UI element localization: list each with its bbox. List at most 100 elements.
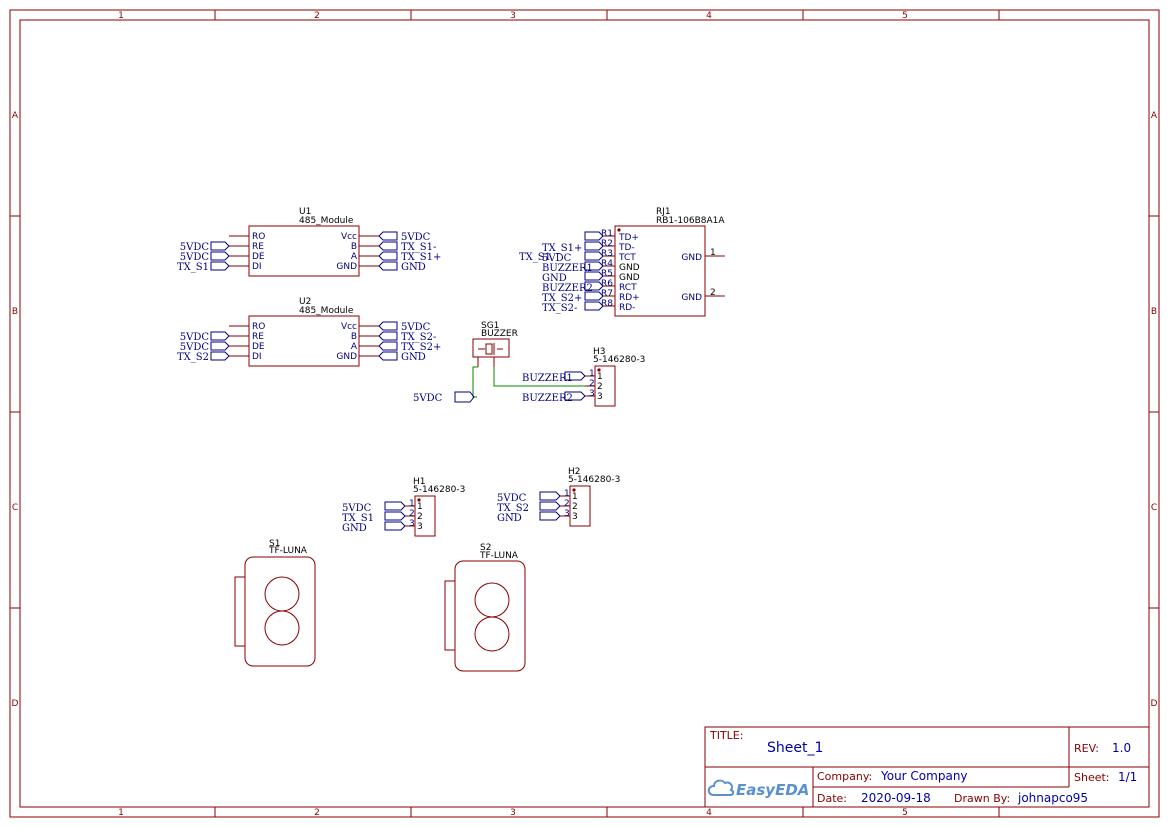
component-rj1[interactable]: RJ1 RB1-106B8A1A R1 R2 R3 R4 R5 R6 R7 R8…	[519, 207, 725, 317]
part-name: TF-LUNA	[479, 551, 519, 561]
designator: S1	[269, 539, 280, 549]
net-label: GND	[342, 523, 367, 534]
component-h3[interactable]: H3 5-146280-3 1 2 3 1 2 3 BUZZER1 BUZZER…	[522, 347, 645, 407]
sheet-title: Sheet_1	[767, 740, 823, 756]
pin-label: 3	[572, 512, 578, 522]
pin-name: RE	[252, 332, 264, 342]
pin-name: GND	[681, 293, 702, 303]
net-label: 5VDC	[180, 332, 210, 343]
component-s1[interactable]: S1 TF-LUNA	[234, 539, 316, 667]
designator: SG1	[481, 321, 499, 331]
net-label: BUZZER2	[542, 283, 593, 294]
pin-label: 2	[572, 502, 578, 512]
pin-number: R3	[601, 249, 613, 259]
net-label: 5VDC	[413, 393, 443, 404]
component-h1[interactable]: H1 5-146280-3 1 2 3 1 2 3 5VDC TX_S1 GND	[342, 477, 465, 537]
pin-name: GND	[619, 273, 640, 283]
title-label: TITLE:	[709, 729, 743, 742]
net-label: GND	[401, 262, 426, 273]
component-sg1[interactable]: SG1 BUZZER 5VDC	[413, 321, 585, 404]
net-label: 5VDC	[497, 493, 527, 504]
rev-label: REV:	[1074, 742, 1099, 755]
net-label: TX_S1+	[542, 243, 582, 254]
net-label: GND	[497, 513, 522, 524]
part-name: 5-146280-3	[593, 355, 645, 365]
net-label: BUZZER1	[542, 263, 593, 274]
row-label: B	[12, 307, 18, 317]
date-value: 2020-09-18	[861, 791, 931, 805]
pin-number: 2	[409, 509, 415, 519]
net-label: TX_S2-	[401, 332, 436, 343]
net-label: TX_S1+	[401, 252, 441, 263]
net-label: TX_S1	[519, 252, 551, 263]
pin-name: RE	[252, 242, 264, 252]
pin-label: 1	[597, 372, 603, 382]
pin-name: GND	[619, 263, 640, 273]
column-label: 2	[314, 11, 320, 21]
pin-name: DE	[252, 252, 265, 262]
part-name: 5-146280-3	[413, 485, 465, 495]
pin-number: R6	[601, 279, 613, 289]
designator: H1	[413, 477, 426, 487]
component-u1[interactable]: U1 485_Module RO RE DE DI Vcc B A GND 5V…	[177, 207, 441, 277]
pin-name: TD+	[618, 233, 639, 243]
pin-number: 1	[564, 489, 570, 499]
pin-number: R5	[601, 269, 613, 279]
pin-name: A	[351, 252, 358, 262]
pin-name: GND	[336, 262, 357, 272]
pin-name: A	[351, 342, 358, 352]
pin-number: 3	[409, 519, 415, 529]
pin-name: B	[351, 242, 357, 252]
pin-name: RCT	[619, 283, 637, 293]
column-label: 5	[902, 808, 908, 818]
net-label: 5VDC	[401, 232, 431, 243]
net-label: GND	[542, 273, 567, 284]
pin-number: 3	[589, 389, 595, 399]
pin-name: RO	[252, 322, 265, 332]
designator: H3	[593, 347, 606, 357]
part-name: 485_Module	[299, 216, 354, 226]
logo-text: EasyEDA	[736, 781, 809, 799]
drawn-by-label: Drawn By:	[954, 792, 1010, 805]
pin-number: R1	[601, 229, 613, 239]
column-label: 2	[314, 808, 320, 818]
row-label: D	[12, 699, 19, 709]
net-label: TX_S2+	[401, 342, 441, 353]
component-s2[interactable]: S2 TF-LUNA	[444, 543, 526, 672]
pin-name: TCT	[618, 253, 636, 263]
column-label: 3	[510, 11, 516, 21]
pin-number: 2	[710, 288, 716, 298]
part-name: 5-146280-3	[568, 475, 620, 485]
column-label: 5	[902, 11, 908, 21]
net-label: TX_S2	[177, 352, 209, 363]
part-name: RB1-106B8A1A	[656, 216, 725, 226]
pin-name: GND	[681, 253, 702, 263]
net-label: 5VDC	[180, 342, 210, 353]
pin-name: TD-	[618, 243, 635, 253]
component-u2[interactable]: U2 485_Module RO RE DE DI Vcc B A GND 5V…	[177, 297, 441, 367]
cloud-icon	[707, 779, 735, 796]
net-label: 5VDC	[180, 252, 210, 263]
net-label: 5VDC	[542, 253, 572, 264]
component-h2[interactable]: H2 5-146280-3 1 2 3 1 2 3 5VDC TX_S2 GND	[497, 467, 620, 527]
pin-name: RD-	[619, 303, 635, 313]
rev-value: 1.0	[1112, 741, 1131, 755]
designator: S2	[480, 543, 491, 553]
title-block: TITLE: Sheet_1 REV: 1.0 Company: Your Co…	[704, 726, 1150, 808]
row-label: D	[1151, 699, 1158, 709]
net-label: TX_S1	[342, 513, 374, 524]
designator: RJ1	[656, 207, 671, 217]
part-name: TF-LUNA	[268, 546, 308, 556]
net-label: TX_S2+	[542, 293, 582, 304]
sheet-label: Sheet:	[1074, 771, 1110, 784]
net-label: TX_S2	[497, 503, 529, 514]
pin-label: 3	[417, 522, 423, 532]
net-label: BUZZER2	[522, 393, 573, 404]
pin-number: 3	[564, 509, 570, 519]
net-label: TX_S1-	[401, 242, 436, 253]
designator: H2	[568, 467, 581, 477]
pin-number: R8	[601, 299, 613, 309]
row-label: A	[12, 111, 19, 121]
net-label: 5VDC	[342, 503, 372, 514]
